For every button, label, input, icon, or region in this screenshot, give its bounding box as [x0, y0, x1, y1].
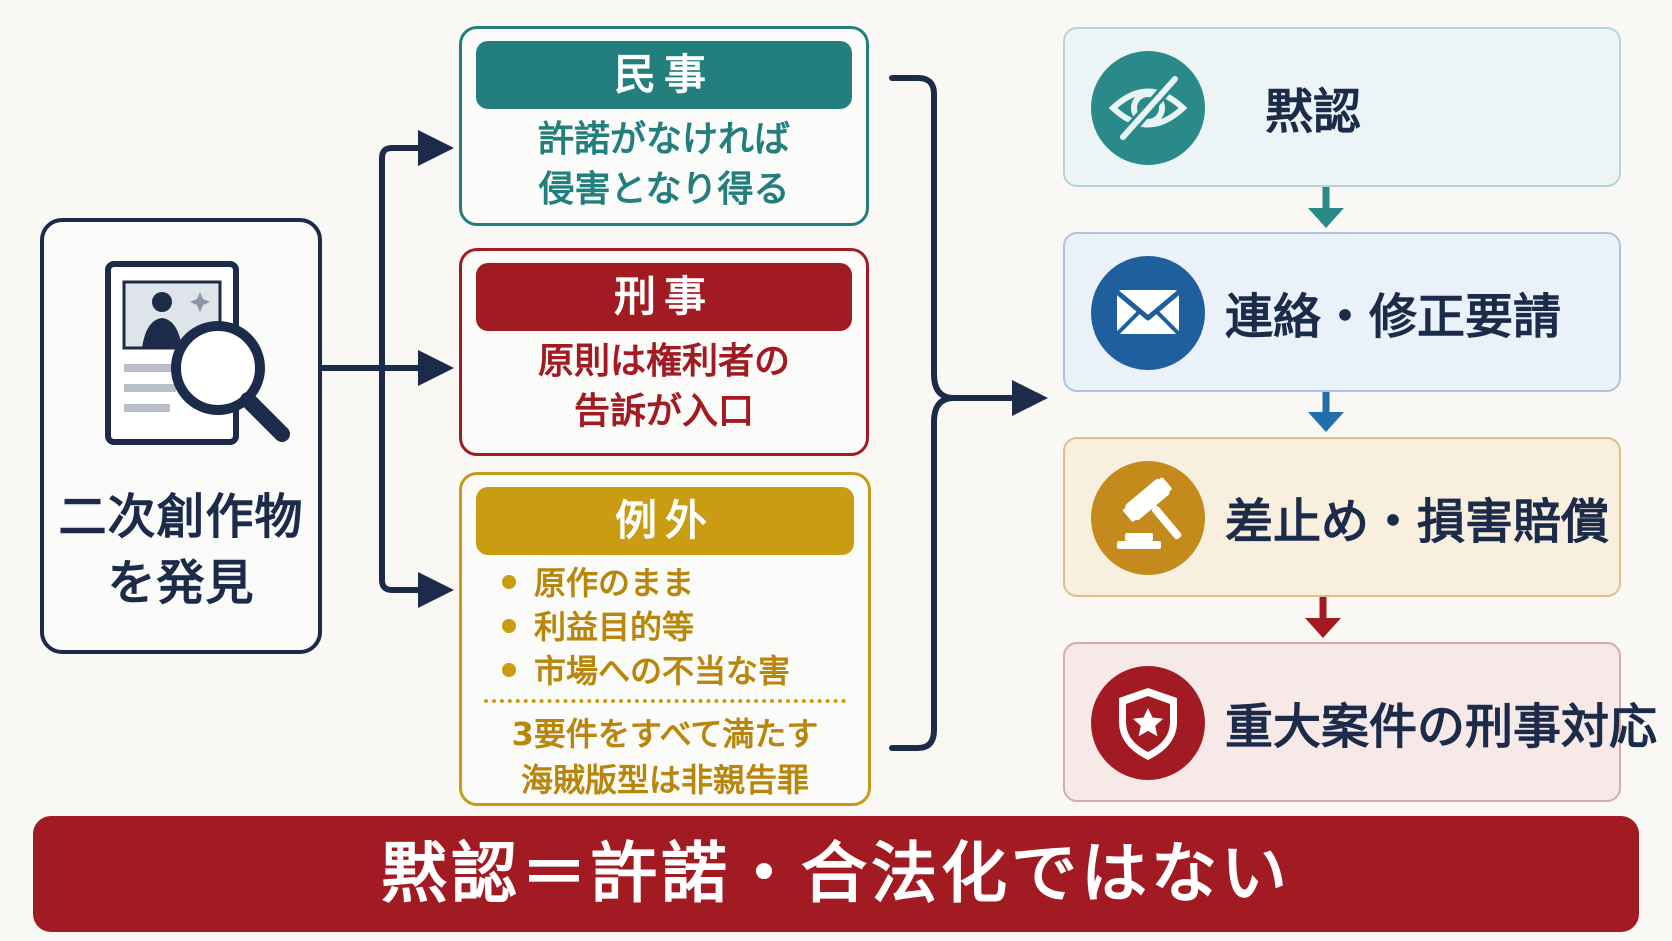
list-item: 原作のまま: [502, 561, 790, 605]
bullet-icon: [502, 619, 516, 633]
list-item: 市場への不当な害: [502, 649, 790, 693]
step-tacit-approval: 黙認: [1063, 27, 1621, 187]
document-search-icon: [105, 261, 290, 445]
shield-star-icon: [1091, 666, 1205, 780]
start-box: 二次創作物 を発見: [40, 218, 322, 654]
conclusion-banner: 黙認＝許諾・合法化ではない: [33, 816, 1639, 932]
eye-slash-icon: [1091, 51, 1205, 165]
step-contact-request: 連絡・修正要請: [1063, 232, 1621, 392]
step-criminal-response: 重大案件の刑事対応: [1063, 642, 1658, 802]
start-label: 二次創作物 を発見: [58, 489, 304, 611]
step-label: 連絡・修正要請: [1225, 289, 1562, 345]
envelope-icon: [1091, 256, 1205, 370]
exception-note: 3要件をすべて満たす 海賊版型は非親告罪: [511, 715, 819, 799]
card-criminal-body: 原則は権利者の 告訴が入口: [537, 341, 790, 432]
list-item: 利益目的等: [502, 605, 790, 649]
card-criminal-title: 刑事: [476, 263, 852, 331]
card-criminal: 刑事 原則は権利者の 告訴が入口: [459, 248, 869, 456]
step-label: 差止め・損害賠償: [1225, 494, 1610, 550]
exception-item-label: 利益目的等: [534, 608, 695, 646]
card-civil-body: 許諾がなければ 侵害となり得る: [537, 119, 790, 210]
step-injunction-damages: 差止め・損害賠償: [1063, 437, 1621, 597]
bullet-icon: [502, 575, 516, 589]
exception-item-label: 市場への不当な害: [534, 652, 791, 690]
step-label: 黙認: [1265, 84, 1362, 140]
step-label: 重大案件の刑事対応: [1225, 699, 1658, 755]
card-civil-title: 民事: [476, 41, 852, 109]
dotted-divider: [484, 699, 846, 703]
card-exception: 例外 原作のまま 利益目的等 市場への不当な害 3要件をすべて満たす 海賊版型は…: [459, 472, 871, 806]
gavel-icon: [1091, 461, 1205, 575]
bullet-icon: [502, 663, 516, 677]
exception-requirements-list: 原作のまま 利益目的等 市場への不当な害: [502, 561, 790, 693]
card-exception-title: 例外: [476, 487, 854, 555]
card-civil: 民事 許諾がなければ 侵害となり得る: [459, 26, 869, 226]
exception-item-label: 原作のまま: [534, 564, 695, 602]
